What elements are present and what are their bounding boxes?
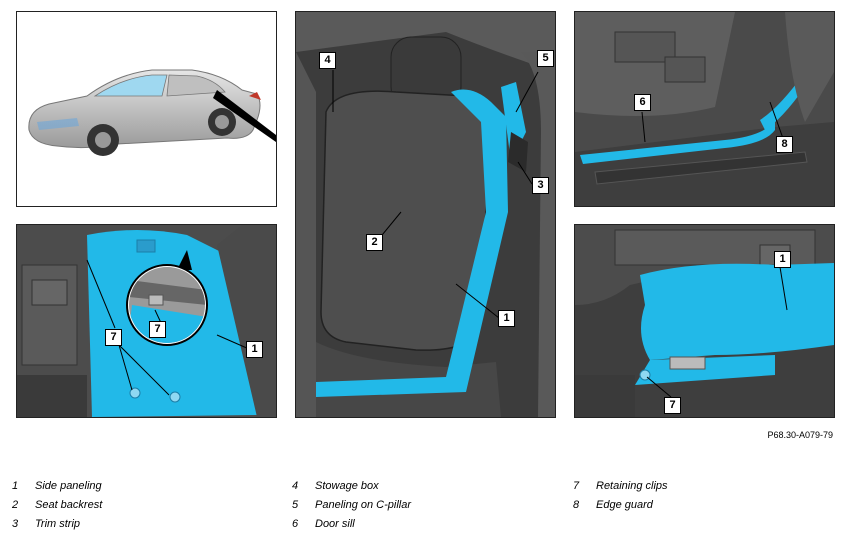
panel-side-paneling: 1 7	[574, 224, 835, 418]
figure-reference: P68.30-A079-79	[767, 430, 833, 440]
panel-rear-seat: 4 5 3 2 1	[295, 11, 556, 418]
callout-1: 1	[498, 310, 515, 327]
legend-number: 6	[292, 518, 299, 530]
legend-text: Edge guard	[596, 499, 653, 511]
callout-6: 6	[634, 94, 651, 111]
legend-number: 7	[573, 480, 580, 492]
callout-7-zoom: 7	[149, 321, 166, 338]
legend-text: Door sill	[315, 518, 355, 530]
callout-5: 5	[537, 50, 554, 67]
callout-8: 8	[776, 136, 793, 153]
callout-4: 4	[319, 52, 336, 69]
door-sill-illustration	[575, 12, 834, 206]
legend-number: 3	[12, 518, 19, 530]
legend-text: Trim strip	[35, 518, 81, 530]
legend-text: Side paneling	[35, 480, 102, 492]
legend-number: 2	[12, 499, 19, 511]
panel-door-sill: 6 8	[574, 11, 835, 207]
legend-text: Stowage box	[315, 480, 379, 492]
legend-number: 5	[292, 499, 299, 511]
callout-7-clips: 7	[105, 329, 122, 346]
seat-illustration	[296, 12, 555, 417]
callout-2: 2	[366, 234, 383, 251]
callout-1-side: 1	[246, 341, 263, 358]
car-illustration	[28, 69, 276, 156]
legend-number: 4	[292, 480, 299, 492]
callout-7-detail: 7	[664, 397, 681, 414]
callout-1-detail: 1	[774, 251, 791, 268]
legend-text: Paneling on C-pillar	[315, 499, 411, 511]
legend-number: 8	[573, 499, 580, 511]
side-paneling-illustration	[17, 225, 276, 417]
side-paneling-detail-illustration	[575, 225, 834, 417]
legend-text: Seat backrest	[35, 499, 103, 511]
panel-side-paneling-clips: 7 7 1	[16, 224, 277, 418]
panel-car-overview	[16, 11, 277, 207]
callout-3: 3	[532, 177, 549, 194]
legend-number: 1	[12, 480, 19, 492]
legend-text: Retaining clips	[596, 480, 668, 492]
